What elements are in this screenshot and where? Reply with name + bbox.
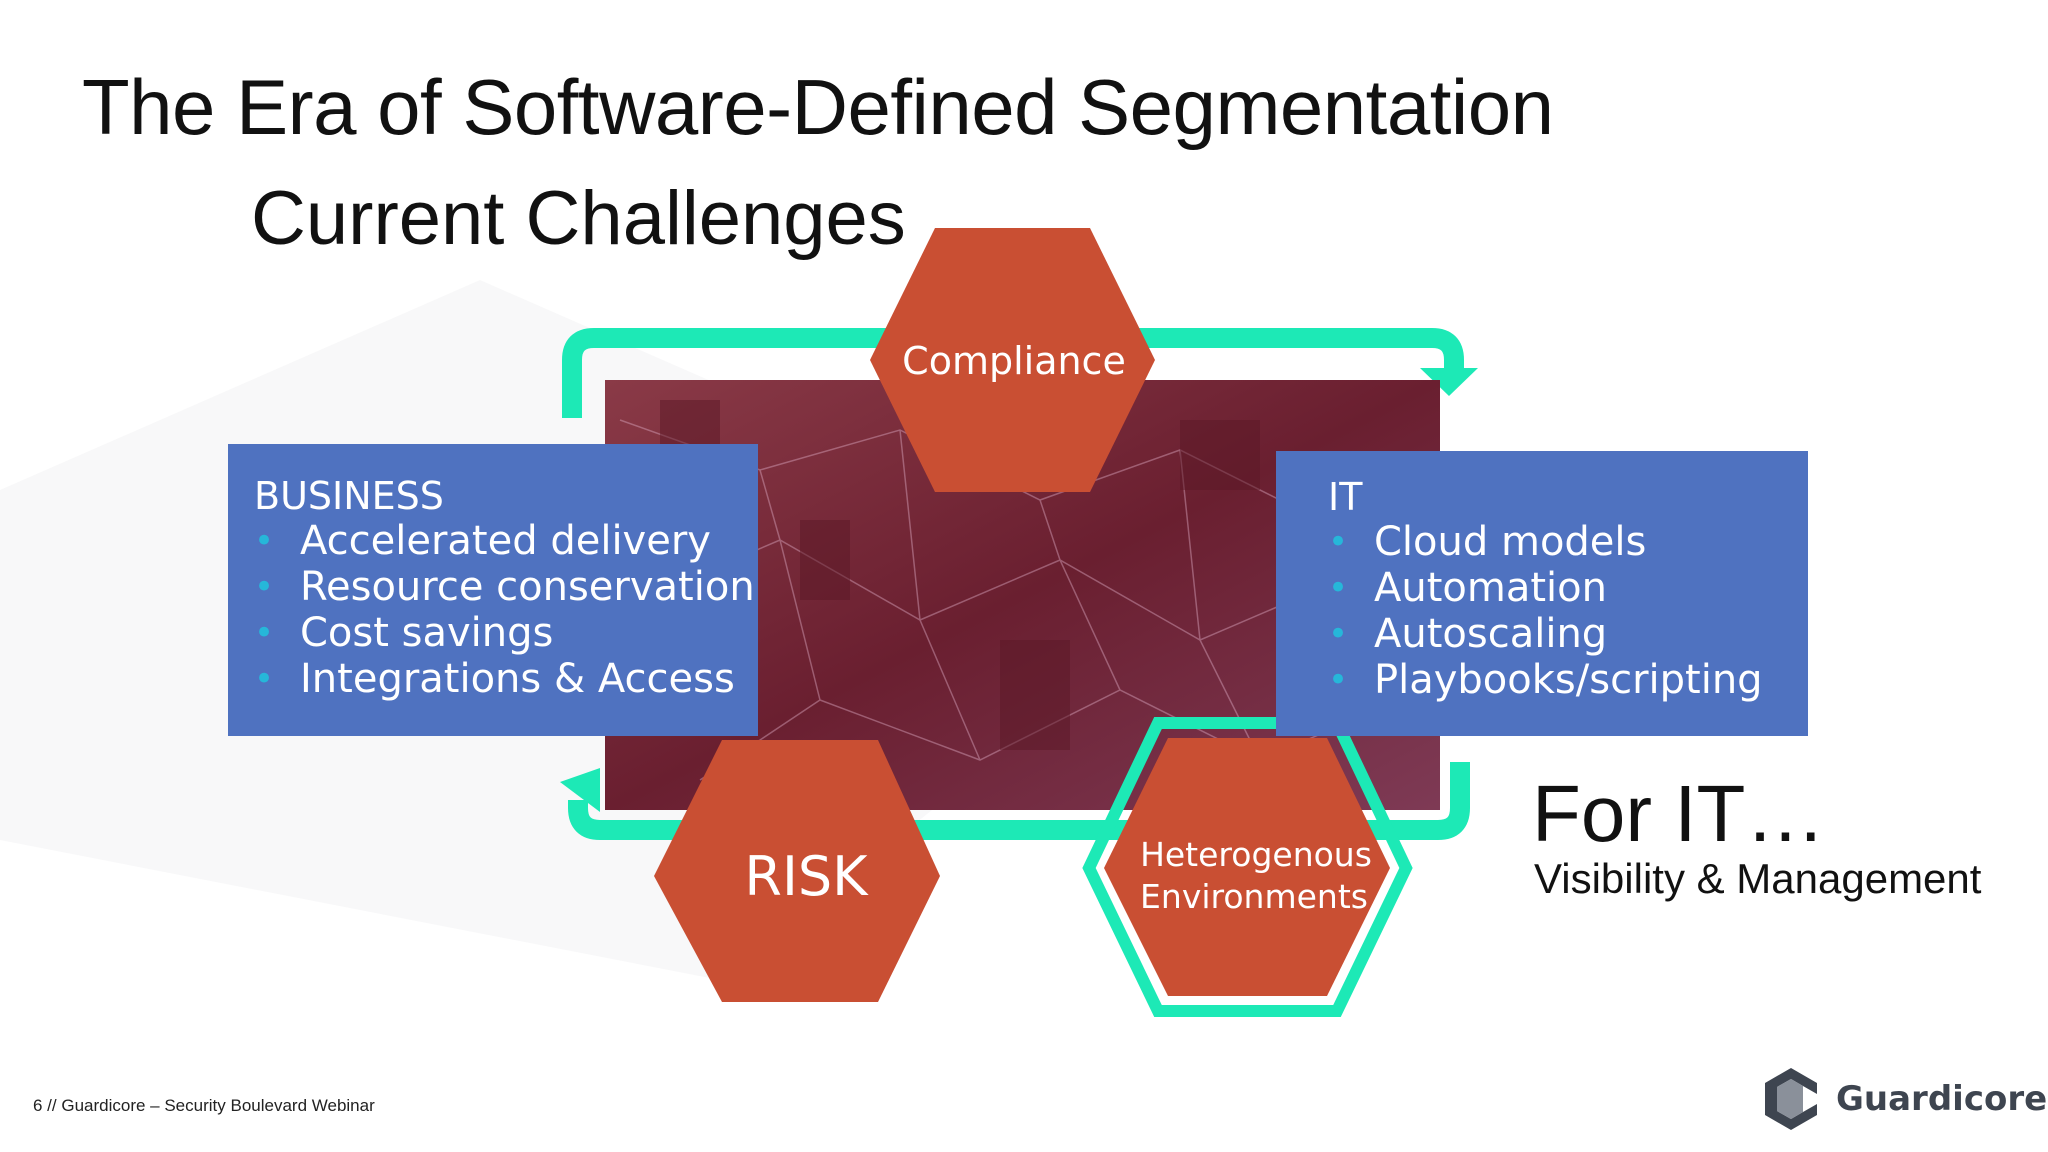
brand-name: Guardicore [1836, 1079, 2048, 1119]
compliance-label: Compliance [902, 339, 1126, 383]
list-item: • Playbooks/scripting [1328, 657, 1808, 703]
business-box: BUSINESS • Accelerated delivery • Resource… [228, 444, 758, 736]
slide-subtitle: Current Challenges [251, 176, 906, 261]
list-item-label: Integrations & Access [300, 656, 735, 702]
guardicore-logo-icon [1765, 1068, 1817, 1130]
slide-title: The Era of Software-Defined Segmentation [82, 63, 1554, 151]
list-item: • Cloud models [1328, 519, 1808, 565]
it-title: IT [1328, 475, 1363, 519]
business-title: BUSINESS [254, 474, 444, 518]
list-item-label: Playbooks/scripting [1374, 657, 1763, 703]
arrow-head-right-icon [1420, 368, 1478, 396]
arrow-head-left-icon [560, 768, 600, 812]
list-item: • Accelerated delivery [254, 518, 758, 564]
business-list: • Accelerated delivery • Resource conserva… [254, 518, 758, 702]
heterogenous-label-line2: Environments [1140, 877, 1368, 916]
list-item: • Resource conservation [254, 564, 758, 610]
bullet-icon: • [254, 659, 275, 699]
list-item: • Cost savings [254, 610, 758, 656]
bullet-icon: • [254, 613, 275, 653]
for-it-heading: For IT… [1532, 769, 1826, 858]
list-item-label: Automation [1374, 565, 1607, 611]
compliance-hexagon [870, 228, 1155, 492]
bullet-icon: • [1328, 660, 1349, 700]
heterogenous-label-line1: Heterogenous [1140, 835, 1372, 874]
risk-label: RISK [744, 845, 869, 908]
list-item-label: Resource conservation [300, 564, 755, 610]
slide-footer: 6 // Guardicore – Security Boulevard Web… [33, 1096, 375, 1115]
list-item: • Autoscaling [1328, 611, 1808, 657]
risk-hexagon [654, 740, 940, 1002]
list-item-label: Accelerated delivery [300, 518, 711, 564]
bullet-icon: • [254, 521, 275, 561]
cycle-arrow-bottom [568, 762, 1470, 840]
for-it-subheading: Visibility & Management [1534, 855, 1982, 902]
bullet-icon: • [254, 567, 275, 607]
list-item: • Automation [1328, 565, 1808, 611]
bullet-icon: • [1328, 568, 1349, 608]
list-item-label: Cost savings [300, 610, 554, 656]
it-box: IT • Cloud models • Automation • Autoscalin… [1276, 451, 1808, 736]
list-item-label: Autoscaling [1374, 611, 1608, 657]
it-list: • Cloud models • Automation • Autoscaling •… [1328, 519, 1808, 703]
bullet-icon: • [1328, 522, 1349, 562]
list-item: • Integrations & Access [254, 656, 758, 702]
bullet-icon: • [1328, 614, 1349, 654]
heterogenous-hexagon [1104, 738, 1390, 996]
list-item-label: Cloud models [1374, 519, 1647, 565]
